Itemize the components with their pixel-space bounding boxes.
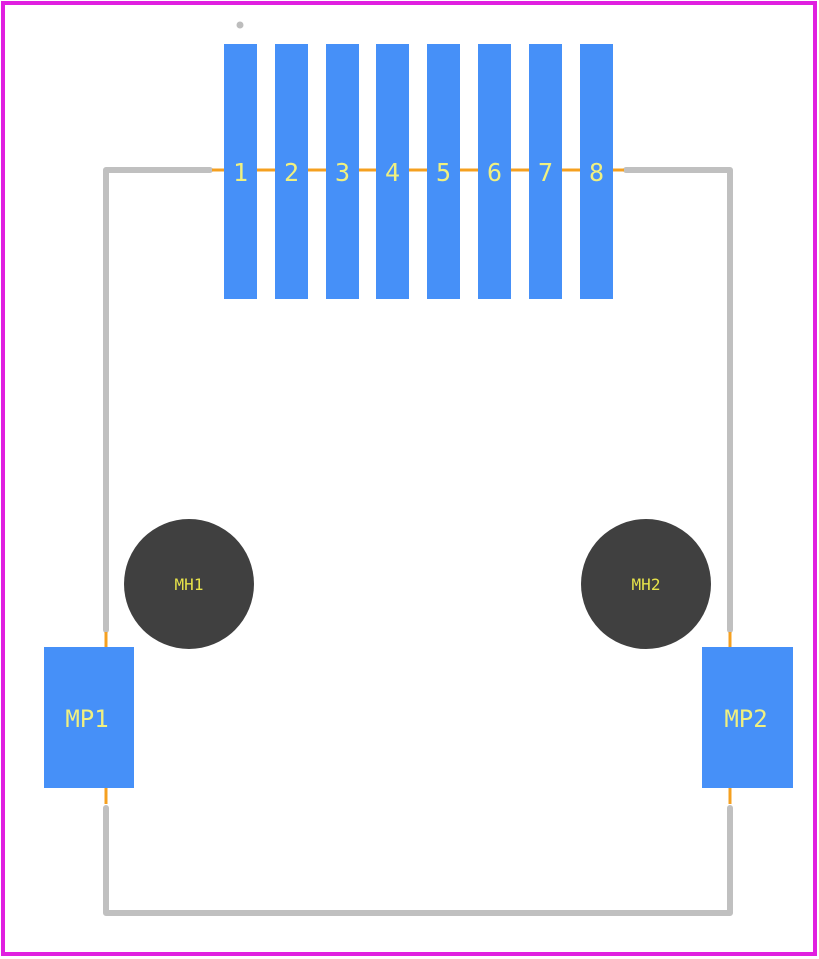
pad-1[interactable]: 1	[224, 44, 257, 299]
mount-hole-mh1[interactable]: MH1	[124, 519, 254, 649]
mount-pad-mp2[interactable]: MP2	[702, 647, 793, 788]
pin1-marker	[236, 21, 244, 29]
pad-8[interactable]: 8	[580, 44, 613, 299]
pad-label: 3	[335, 158, 350, 187]
pad-label: 8	[589, 158, 604, 187]
pad-label: 1	[233, 158, 248, 187]
pad-6[interactable]: 6	[478, 44, 511, 299]
outline-bottom	[103, 805, 733, 916]
pad-label: MP2	[724, 705, 767, 733]
hole-label: MH2	[632, 575, 661, 594]
pad-label: 6	[487, 158, 502, 187]
pad-7[interactable]: 7	[529, 44, 562, 299]
pad-label: 5	[436, 158, 451, 187]
pad-label: 2	[284, 158, 299, 187]
mount-pad-mp1[interactable]: MP1	[44, 647, 134, 788]
pad-label: MP1	[65, 705, 108, 733]
pad-label: 7	[538, 158, 553, 187]
signal-pads: 1 2 3 4 5 6 7 8	[224, 44, 613, 299]
outline-top-right	[623, 167, 733, 633]
pad-3[interactable]: 3	[326, 44, 359, 299]
outline-top-left	[103, 167, 213, 633]
pad-4[interactable]: 4	[376, 44, 409, 299]
pad-label: 4	[385, 158, 400, 187]
mount-hole-mh2[interactable]: MH2	[581, 519, 711, 649]
hole-label: MH1	[175, 575, 204, 594]
pad-5[interactable]: 5	[427, 44, 460, 299]
pad-2[interactable]: 2	[275, 44, 308, 299]
